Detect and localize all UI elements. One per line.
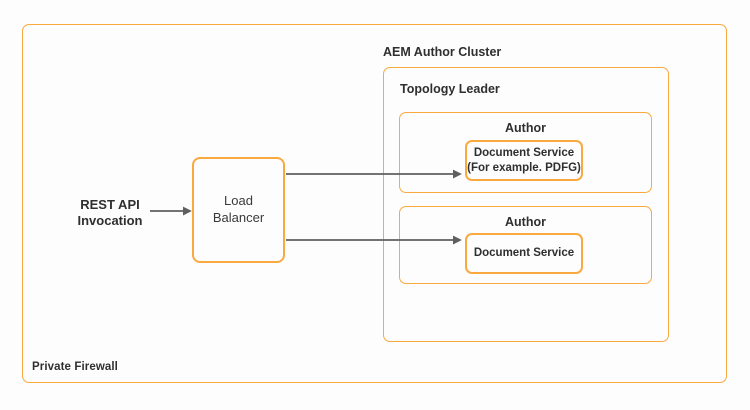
author-2-title: Author bbox=[505, 215, 546, 229]
author-box-1: Author Document Service (For example. PD… bbox=[399, 112, 652, 193]
author-box-2: Author Document Service bbox=[399, 206, 652, 284]
document-service-1-line2: (For example. PDFG) bbox=[467, 161, 581, 174]
document-service-1-line1: Document Service bbox=[473, 146, 575, 159]
topology-leader-label: Topology Leader bbox=[400, 82, 500, 96]
topology-leader-box: Topology Leader Author Document Service … bbox=[383, 67, 669, 342]
document-service-box-1: Document Service (For example. PDFG) bbox=[465, 140, 583, 181]
document-service-box-2: Document Service bbox=[465, 233, 583, 274]
private-firewall-box bbox=[22, 24, 727, 383]
author-1-title: Author bbox=[505, 121, 546, 135]
load-balancer-label: Load Balancer bbox=[212, 193, 265, 225]
document-service-2-label: Document Service bbox=[473, 247, 575, 260]
load-balancer-box: Load Balancer bbox=[192, 157, 285, 263]
aem-author-cluster-label: AEM Author Cluster bbox=[383, 45, 502, 59]
rest-api-invocation-label: REST API Invocation bbox=[77, 197, 143, 228]
private-firewall-label: Private Firewall bbox=[32, 361, 118, 373]
